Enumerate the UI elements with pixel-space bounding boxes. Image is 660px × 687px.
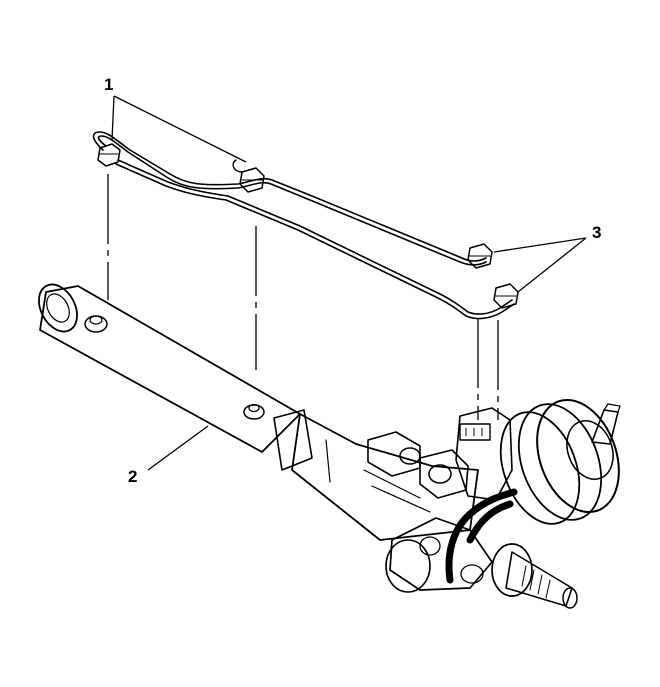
line-fitting-upper-right — [467, 243, 493, 269]
output-shaft — [491, 543, 578, 609]
mounting-boss-rear — [367, 431, 421, 477]
alignment-lines — [107, 174, 499, 420]
callout-1: 1 — [104, 75, 113, 94]
hydraulic-lines — [92, 131, 519, 320]
line-fitting-left — [97, 143, 121, 167]
tube-port-left — [84, 315, 108, 333]
valve-body — [455, 407, 513, 501]
tube-port-right — [243, 403, 265, 420]
steering-gear-body — [38, 283, 621, 609]
callout-leaders — [111, 95, 587, 471]
callout-3: 3 — [592, 223, 601, 242]
pinion-housing — [499, 398, 621, 525]
line-fitting-lower-right — [493, 283, 519, 309]
hose-bundle — [445, 488, 518, 584]
callout-2: 2 — [128, 467, 137, 486]
lower-housing — [385, 517, 493, 593]
line-fitting-middle — [232, 159, 265, 193]
